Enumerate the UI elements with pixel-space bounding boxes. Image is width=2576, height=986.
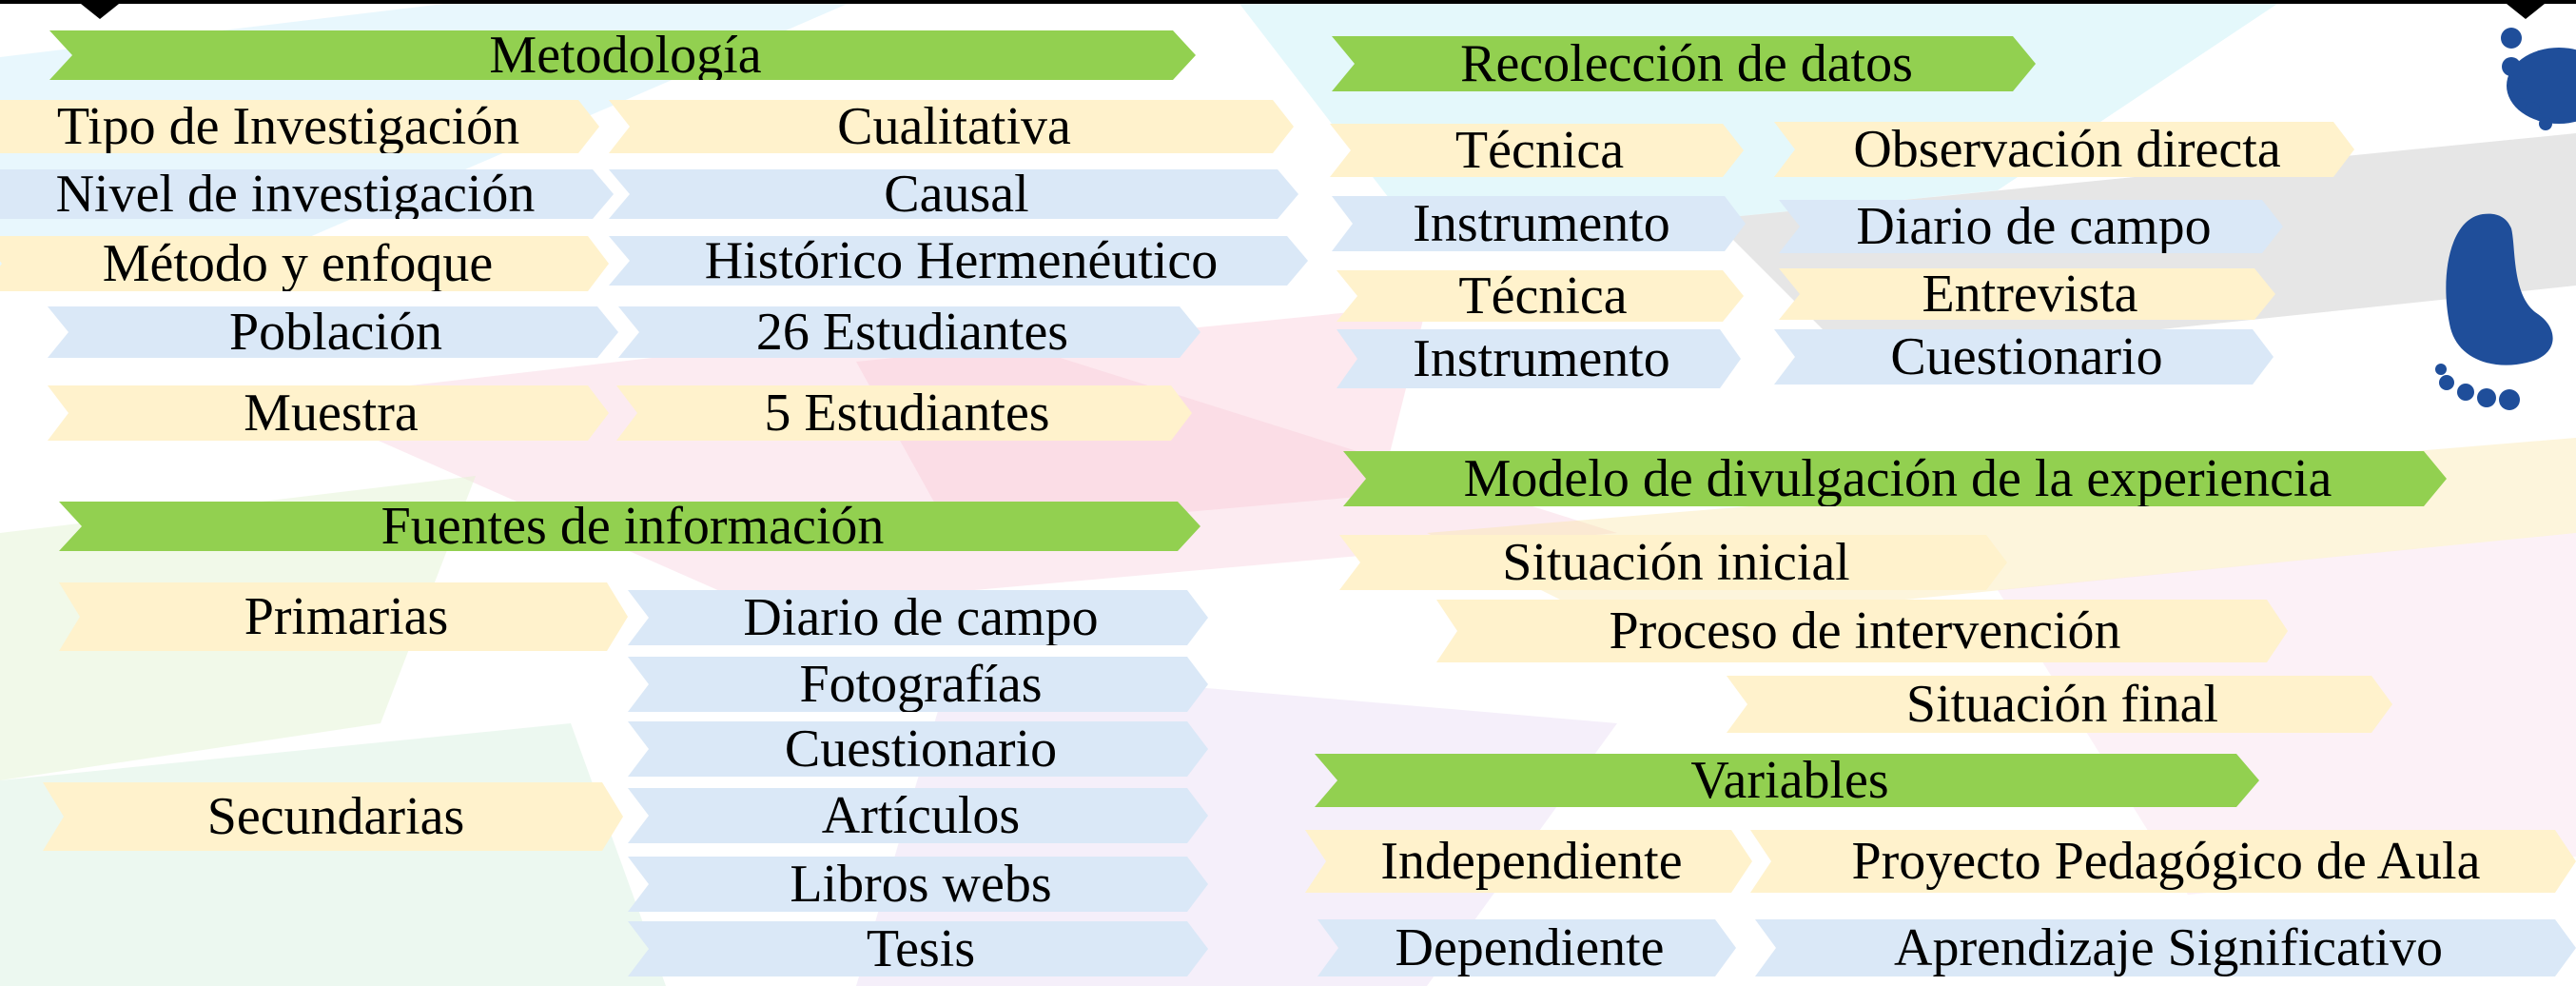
metodologia-value-muestra: 5 Estudiantes xyxy=(616,385,1192,441)
metodologia-label-metodo: Método y enfoque xyxy=(0,236,609,291)
fuentes-primarias-item: Cuestionario xyxy=(628,721,1208,777)
metodologia-label-nivel: Nivel de investigación xyxy=(0,169,614,219)
fuentes-primarias-item: Fotografías xyxy=(628,657,1208,712)
fuentes-primarias-label: Primarias xyxy=(59,582,628,651)
divulgacion-step: Situación final xyxy=(1727,676,2392,733)
recoleccion-value-tecnica: Observación directa xyxy=(1774,122,2354,177)
metodologia-label-tipo: Tipo de Investigación xyxy=(0,100,599,153)
fuentes-secundarias-item: Tesis xyxy=(628,921,1208,976)
footprint-icon xyxy=(2501,28,2576,130)
metodologia-header: Metodología xyxy=(49,30,1196,80)
metodologia-value-metodo: Histórico Hermenéutico xyxy=(609,236,1308,286)
fuentes-secundarias-item: Libros webs xyxy=(628,857,1208,912)
recoleccion-value-entrevista: Entrevista xyxy=(1779,268,2275,320)
footprint-icon xyxy=(2435,213,2553,410)
fuentes-secundarias-item: Artículos xyxy=(628,788,1208,843)
divulgacion-header: Modelo de divulgación de la experiencia xyxy=(1343,451,2447,506)
variables-value-dependiente: Aprendizaje Significativo xyxy=(1755,919,2576,976)
metodologia-value-poblacion: 26 Estudiantes xyxy=(618,306,1200,358)
variables-header: Variables xyxy=(1315,754,2259,807)
fuentes-header: Fuentes de información xyxy=(59,502,1200,551)
metodologia-value-nivel: Causal xyxy=(609,169,1298,219)
recoleccion-label-instrumento-2: Instrumento xyxy=(1337,329,1741,388)
fuentes-secundarias-label: Secundarias xyxy=(43,782,623,851)
variables-label-independiente: Independiente xyxy=(1305,830,1752,893)
divulgacion-step: Proceso de intervención xyxy=(1436,600,2288,662)
recoleccion-label-tecnica: Técnica xyxy=(1330,124,1744,177)
variables-label-dependiente: Dependiente xyxy=(1317,919,1736,976)
metodologia-label-poblacion: Población xyxy=(48,306,618,358)
metodologia-value-tipo: Cualitativa xyxy=(609,100,1294,153)
fuentes-primarias-item: Diario de campo xyxy=(628,590,1208,645)
recoleccion-label-tecnica-2: Técnica xyxy=(1337,270,1744,322)
recoleccion-header: Recolección de datos xyxy=(1332,36,2036,91)
variables-value-independiente: Proyecto Pedagógico de Aula xyxy=(1750,830,2576,893)
divulgacion-step: Situación inicial xyxy=(1339,535,2007,590)
recoleccion-value-instrumento: Diario de campo xyxy=(1779,200,2283,253)
recoleccion-label-instrumento: Instrumento xyxy=(1332,196,1746,251)
recoleccion-value-cuestionario: Cuestionario xyxy=(1774,329,2274,385)
metodologia-label-muestra: Muestra xyxy=(48,385,609,441)
